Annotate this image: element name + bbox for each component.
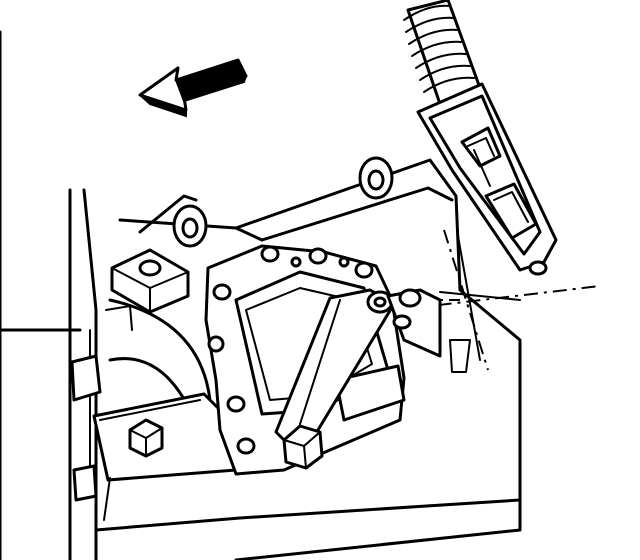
mounting-block	[110, 248, 190, 314]
left-edge-hardware	[70, 305, 133, 502]
bolt-hole-4	[354, 261, 374, 279]
pivot-stud	[366, 288, 471, 373]
corrugated-conduit	[403, 0, 482, 106]
flat-washer-upper	[358, 156, 394, 200]
lever-nut	[282, 424, 324, 470]
flat-washer-left	[172, 204, 208, 248]
bolt-hole-2	[260, 245, 280, 263]
bolt-hole-7	[236, 437, 256, 455]
bolt-hole-5	[207, 335, 225, 353]
bolt-hole-6	[226, 395, 246, 413]
bolt-hole-1	[212, 283, 232, 301]
bracket-bolt	[128, 418, 164, 458]
bolt-hole-3	[308, 247, 328, 265]
direction-arrow-icon	[138, 58, 248, 118]
electrical-connector	[416, 82, 558, 276]
